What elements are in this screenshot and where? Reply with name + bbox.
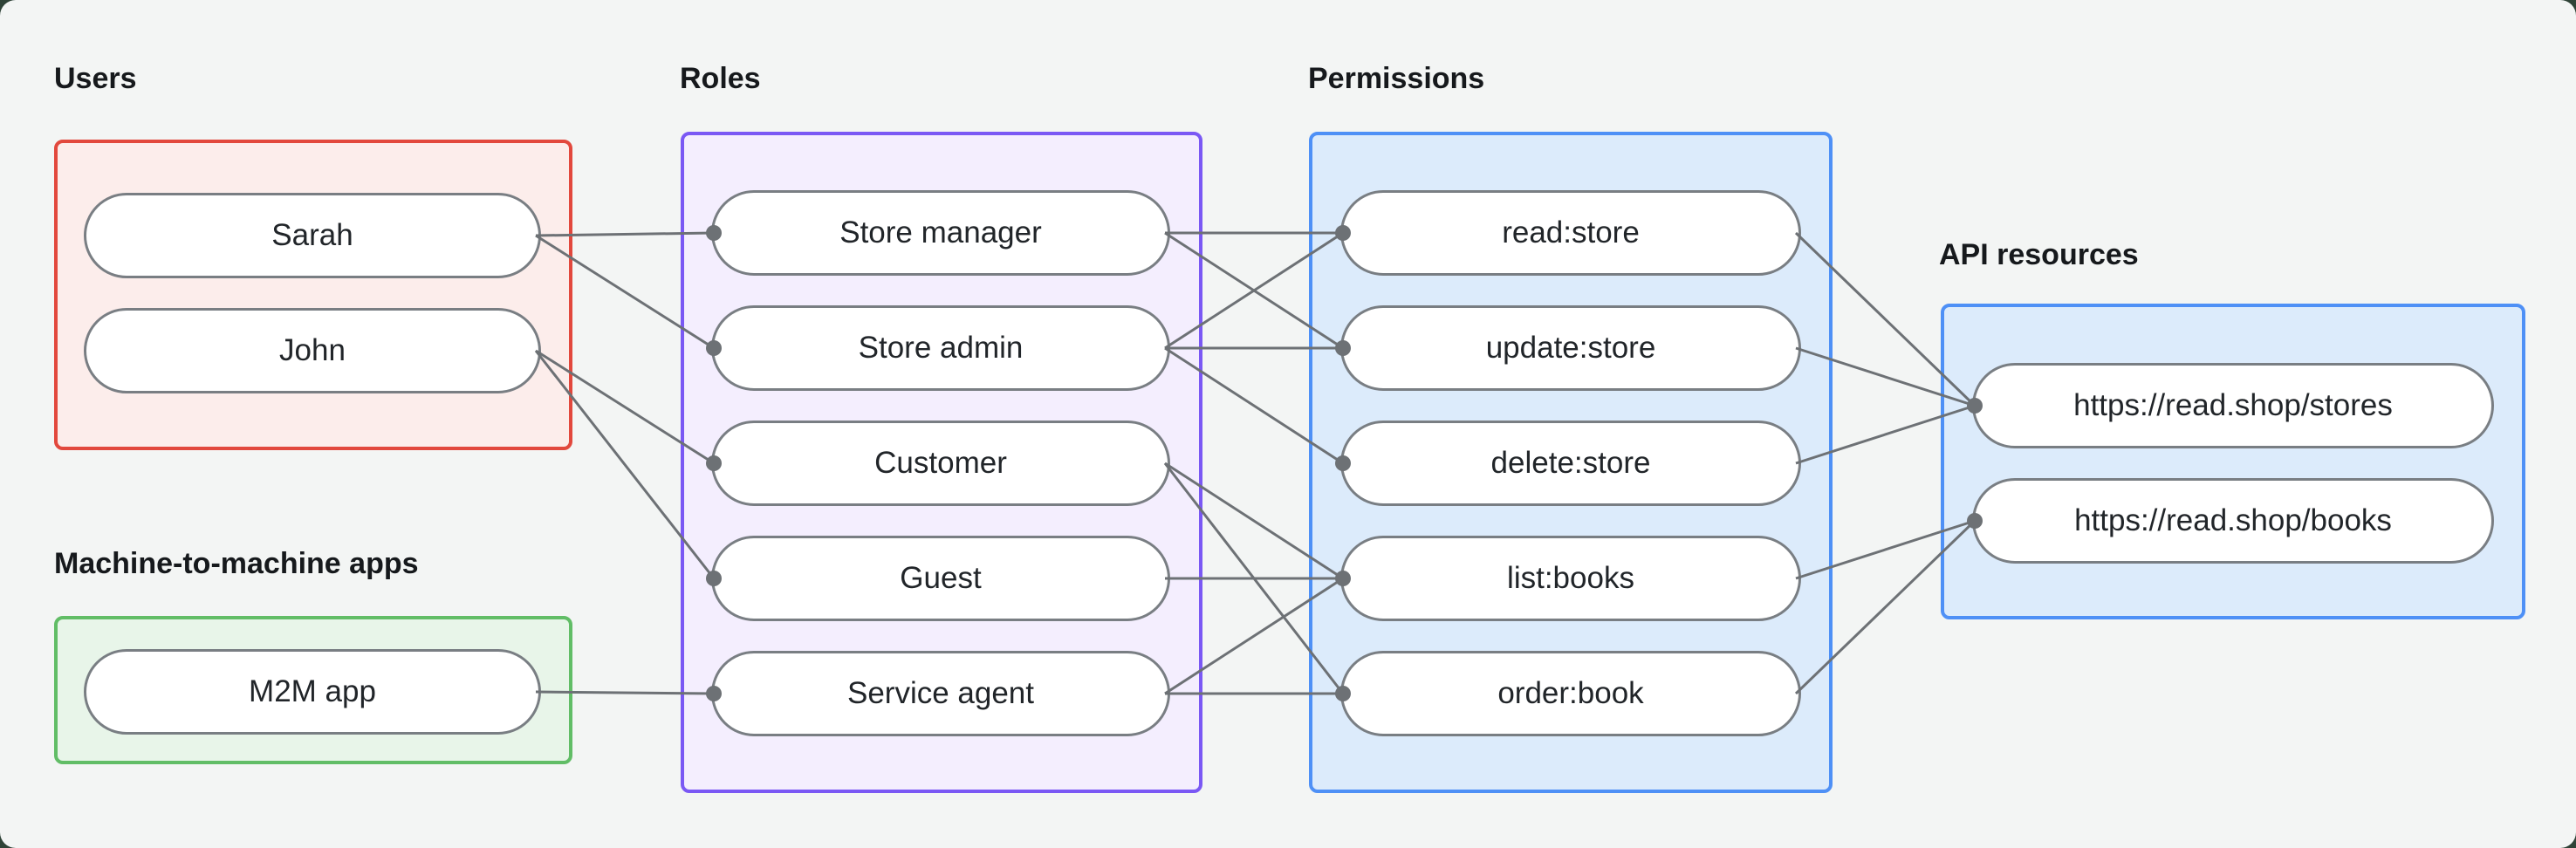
node-store-admin-label: Store admin	[858, 331, 1024, 365]
node-sarah: Sarah	[84, 193, 541, 278]
node-service-agent-label: Service agent	[846, 676, 1035, 710]
node-read-store-label: read:store	[1502, 215, 1640, 250]
node-john-label: John	[279, 333, 346, 367]
node-delete-store-label: delete:store	[1490, 446, 1651, 480]
node-delete-store: delete:store	[1340, 421, 1801, 506]
permissions-group-label: Permissions	[1308, 62, 1485, 95]
node-guest: Guest	[711, 536, 1170, 621]
node-books-api: https://read.shop/books	[1972, 478, 2494, 564]
node-order-book: order:book	[1340, 651, 1801, 736]
node-customer: Customer	[711, 421, 1170, 506]
node-guest-label: Guest	[900, 561, 982, 595]
node-update-store-label: update:store	[1485, 331, 1656, 365]
node-order-book-label: order:book	[1497, 676, 1644, 710]
node-stores-api: https://read.shop/stores	[1972, 363, 2494, 448]
users-group-label: Users	[54, 62, 137, 95]
roles-group-label: Roles	[680, 62, 761, 95]
node-list-books-label: list:books	[1507, 561, 1634, 595]
m2m-group-label: Machine-to-machine apps	[54, 547, 419, 580]
node-store-manager: Store manager	[711, 190, 1170, 276]
node-read-store: read:store	[1340, 190, 1801, 276]
node-john: John	[84, 308, 541, 393]
node-books-api-label: https://read.shop/books	[2074, 503, 2392, 537]
api-resources-group-label: API resources	[1939, 238, 2139, 271]
api-resources-group-box	[1941, 304, 2525, 619]
node-store-manager-label: Store manager	[839, 215, 1042, 250]
node-update-store: update:store	[1340, 305, 1801, 391]
node-list-books: list:books	[1340, 536, 1801, 621]
node-customer-label: Customer	[874, 446, 1007, 480]
node-store-admin: Store admin	[711, 305, 1170, 391]
node-m2m-app: M2M app	[84, 649, 541, 735]
users-group-box	[54, 140, 572, 450]
node-m2m-app-label: M2M app	[249, 674, 376, 708]
node-stores-api-label: https://read.shop/stores	[2073, 388, 2393, 422]
node-sarah-label: Sarah	[271, 218, 353, 252]
node-service-agent: Service agent	[711, 651, 1170, 736]
